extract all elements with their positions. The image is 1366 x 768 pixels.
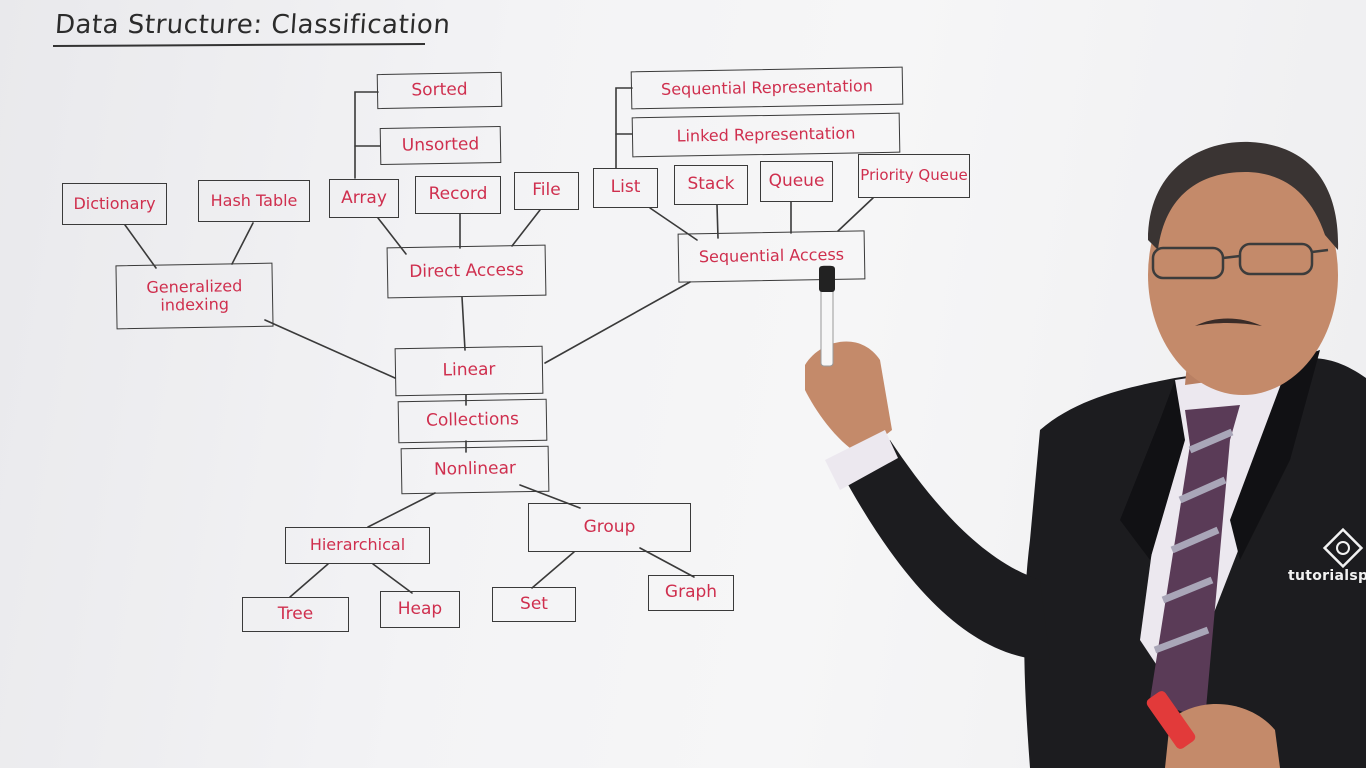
node-label: Array bbox=[341, 187, 387, 208]
node-stack: Stack bbox=[674, 165, 748, 205]
node-label: Group bbox=[583, 516, 636, 537]
node-sequential-access: Sequential Access bbox=[677, 230, 866, 283]
connector-array-direct bbox=[377, 217, 407, 255]
connector-group-set bbox=[531, 551, 575, 589]
connector-hierarchical-tree bbox=[289, 563, 329, 598]
connector-file-direct bbox=[511, 209, 541, 247]
connector-hierarchical-heap bbox=[372, 563, 413, 594]
node-label: Dictionary bbox=[73, 193, 156, 213]
node-priority-queue: Priority Queue bbox=[858, 154, 970, 198]
node-file: File bbox=[514, 172, 579, 210]
node-label: Direct Access bbox=[409, 259, 524, 282]
node-unsorted: Unsorted bbox=[379, 125, 502, 166]
node-generalized-indexing: Generalized indexing bbox=[115, 262, 274, 330]
node-label: Collections bbox=[425, 409, 520, 432]
connector-dictionary-gi bbox=[124, 224, 157, 269]
connector-seq-linear bbox=[544, 281, 691, 364]
node-label: Stack bbox=[687, 174, 735, 195]
node-label: Sorted bbox=[411, 79, 468, 101]
node-label: File bbox=[532, 180, 561, 201]
node-array: Array bbox=[329, 179, 399, 218]
node-group: Group bbox=[528, 503, 691, 552]
connector-hashtable-gi bbox=[231, 222, 254, 265]
node-collections: Collections bbox=[397, 398, 548, 444]
node-label: Heap bbox=[397, 598, 443, 619]
node-list: List bbox=[593, 168, 658, 208]
node-linear: Linear bbox=[394, 345, 544, 397]
node-label: List bbox=[610, 177, 641, 198]
connector-nonlinear-hierarchical bbox=[367, 492, 436, 528]
node-label: Hash Table bbox=[210, 190, 298, 210]
node-set: Set bbox=[492, 587, 576, 622]
node-label: Tree bbox=[277, 603, 314, 624]
node-graph: Graph bbox=[648, 575, 734, 611]
node-linked-representation: Linked Representation bbox=[631, 112, 901, 158]
node-label: Graph bbox=[664, 582, 718, 603]
node-hierarchical: Hierarchical bbox=[285, 527, 430, 564]
node-label: Set bbox=[520, 593, 548, 614]
node-label: Linear bbox=[442, 359, 496, 381]
node-label: Hierarchical bbox=[309, 535, 406, 555]
node-label: Unsorted bbox=[401, 134, 480, 156]
node-label: Sequential Access bbox=[698, 245, 845, 267]
node-sequential-representation: Sequential Representation bbox=[630, 66, 904, 110]
node-heap: Heap bbox=[380, 591, 460, 628]
connector-pq-seq bbox=[837, 197, 874, 232]
connector-gi-linear bbox=[264, 319, 396, 379]
connector-direct-linear bbox=[461, 296, 466, 351]
connector-array-sorted bbox=[354, 91, 379, 179]
node-label: Sequential Representation bbox=[660, 75, 874, 99]
connector-list-sequential-rep bbox=[615, 87, 633, 169]
node-direct-access: Direct Access bbox=[386, 244, 547, 299]
node-sorted: Sorted bbox=[376, 71, 503, 110]
connector-group-graph bbox=[639, 547, 695, 578]
node-hash-table: Hash Table bbox=[198, 180, 310, 222]
node-label: Generalized indexing bbox=[146, 275, 243, 315]
tutorialspoint-logo-text: tutorialsp bbox=[1288, 568, 1366, 584]
node-label: Record bbox=[428, 184, 488, 205]
connector-nonlinear-group bbox=[519, 484, 581, 509]
node-queue: Queue bbox=[760, 161, 833, 202]
node-nonlinear: Nonlinear bbox=[400, 445, 550, 495]
connector-list-seq bbox=[649, 207, 698, 241]
node-record: Record bbox=[415, 176, 501, 214]
node-label: Priority Queue bbox=[860, 166, 968, 185]
connector-stack-seq bbox=[716, 204, 719, 239]
node-tree: Tree bbox=[242, 597, 349, 632]
node-dictionary: Dictionary bbox=[62, 183, 167, 225]
node-label: Linked Representation bbox=[676, 123, 856, 146]
node-label: Nonlinear bbox=[433, 458, 517, 480]
node-label: Queue bbox=[768, 170, 825, 191]
